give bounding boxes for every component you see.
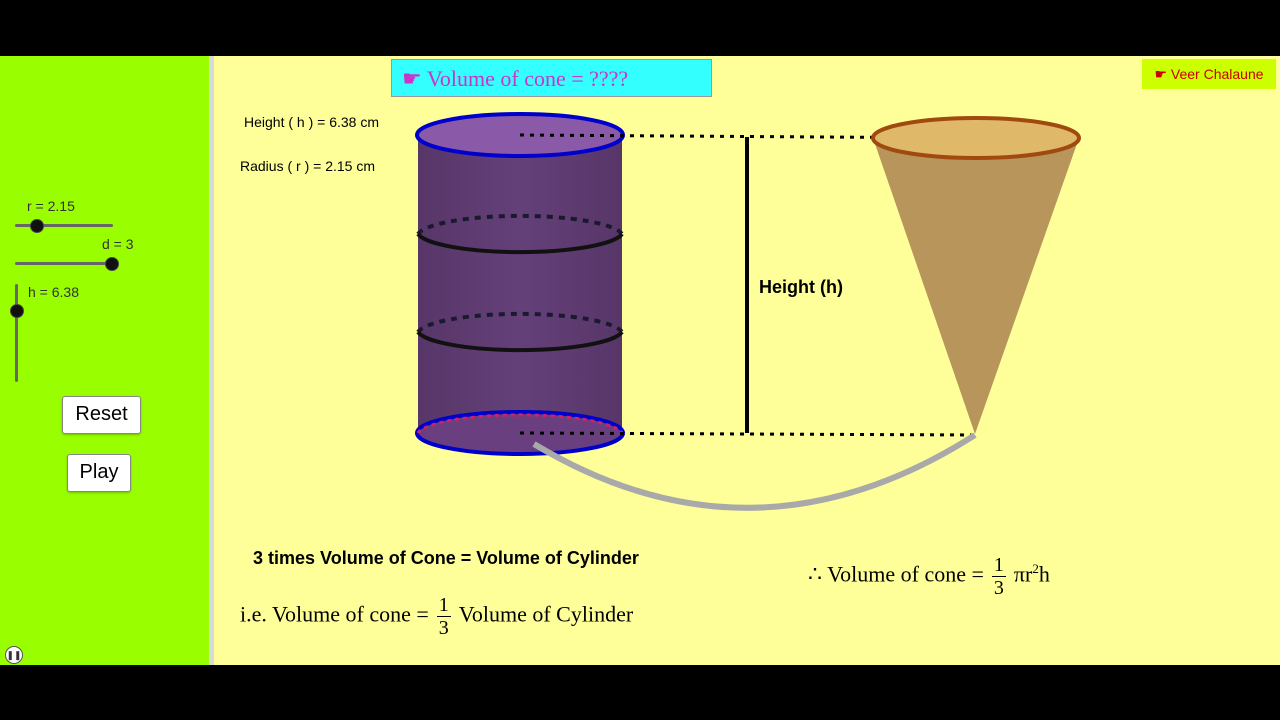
connecting-arc [532,432,977,511]
reset-button[interactable]: Reset [62,396,141,434]
author-badge: ☛ Veer Chalaune [1142,59,1276,89]
applet-stage: r = 2.15 d = 3 h = 6.38 Reset Play ❚❚ [0,56,1280,665]
panel-divider[interactable] [209,56,214,665]
play-button[interactable]: Play [67,454,131,492]
eq1-suffix: Volume of Cylinder [458,601,634,627]
eq2-denominator: 3 [993,577,1004,599]
slider-h-track[interactable] [15,284,18,382]
geometry-diagram [415,112,1081,511]
height-readout: Height ( h ) = 6.38 cm [244,114,380,130]
slider-h-handle[interactable] [10,304,24,318]
slider-d-handle[interactable] [105,257,119,271]
cone-base [871,116,1081,160]
eq1-numerator: 1 [436,594,451,617]
cone-body [873,138,1079,434]
volume-statement: 3 times Volume of Cone = Volume of Cylin… [253,548,639,568]
cylinder-ring-upper-front [416,232,624,255]
pause-icon[interactable]: ❚❚ [5,646,23,664]
cylinder-ring-lower-back [416,311,624,334]
cylinder-ring-upper-back [416,213,624,236]
slider-r-handle[interactable] [30,219,44,233]
radius-readout: Radius ( r ) = 2.15 cm [240,158,375,174]
height-label: Height (h) [759,277,843,297]
slider-d-label: d = 3 [102,236,134,252]
slider-h-label: h = 6.38 [28,284,79,300]
cylinder-body [418,135,622,433]
cylinder-bottom-back-rim [416,413,624,434]
eq2-numerator: 1 [991,554,1006,577]
page-title: ☛ Volume of cone = ???? [391,59,712,97]
graphics-view: ☛ Volume of cone = ???? ☛ Veer Chalaune … [214,56,1280,665]
slider-r-track[interactable] [15,224,113,227]
cylinder-ring-lower-front [416,330,624,353]
control-panel: r = 2.15 d = 3 h = 6.38 Reset Play ❚❚ [0,56,209,665]
eq2-prefix: ∴ Volume of cone = [808,561,984,587]
eq2-h: h [1038,561,1050,587]
eq1-prefix: i.e. Volume of cone = [240,601,429,627]
slider-r-label: r = 2.15 [27,198,75,214]
eq2-pi-r: πr [1013,561,1033,587]
eq2-exponent: 2 [1032,561,1039,577]
slider-d-track[interactable] [15,262,113,265]
eq1-denominator: 3 [438,617,449,639]
